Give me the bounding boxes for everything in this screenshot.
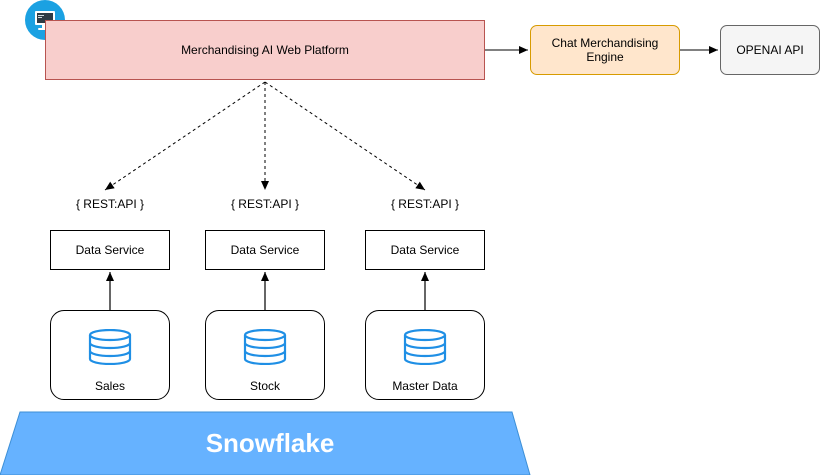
data-service-label: Data Service (230, 243, 300, 257)
web-platform-box: Merchandising AI Web Platform (45, 20, 485, 80)
data-service-label: Data Service (75, 243, 145, 257)
database-label: Stock (249, 379, 280, 393)
rest-api-label-2: { REST:API } (230, 197, 300, 211)
openai-api-box: OPENAI API (720, 25, 820, 75)
chat-engine-label: Chat Merchandising Engine (551, 36, 659, 64)
database-icon (88, 329, 132, 365)
database-label: Master Data (392, 379, 458, 393)
database-icon (403, 329, 447, 365)
snowflake-platform-shape (0, 411, 531, 475)
database-icon (243, 329, 287, 365)
database-sales: Sales (50, 310, 170, 400)
database-master-data: Master Data (365, 310, 485, 400)
rest-api-label-1: { REST:API } (75, 197, 145, 211)
database-stock: Stock (205, 310, 325, 400)
openai-api-label: OPENAI API (736, 43, 804, 57)
dashed-arrow-to-api-1 (104, 81, 266, 191)
data-service-box-1: Data Service (50, 230, 170, 270)
snowflake-label: Snowflake (206, 428, 335, 458)
database-label: Sales (94, 379, 126, 393)
data-service-label: Data Service (390, 243, 460, 257)
rest-api-label-3: { REST:API } (390, 197, 460, 211)
chat-engine-box: Chat Merchandising Engine (530, 25, 680, 75)
web-platform-label: Merchandising AI Web Platform (181, 43, 349, 57)
dashed-arrow-to-api-3 (264, 81, 426, 191)
data-service-box-3: Data Service (365, 230, 485, 270)
data-service-box-2: Data Service (205, 230, 325, 270)
